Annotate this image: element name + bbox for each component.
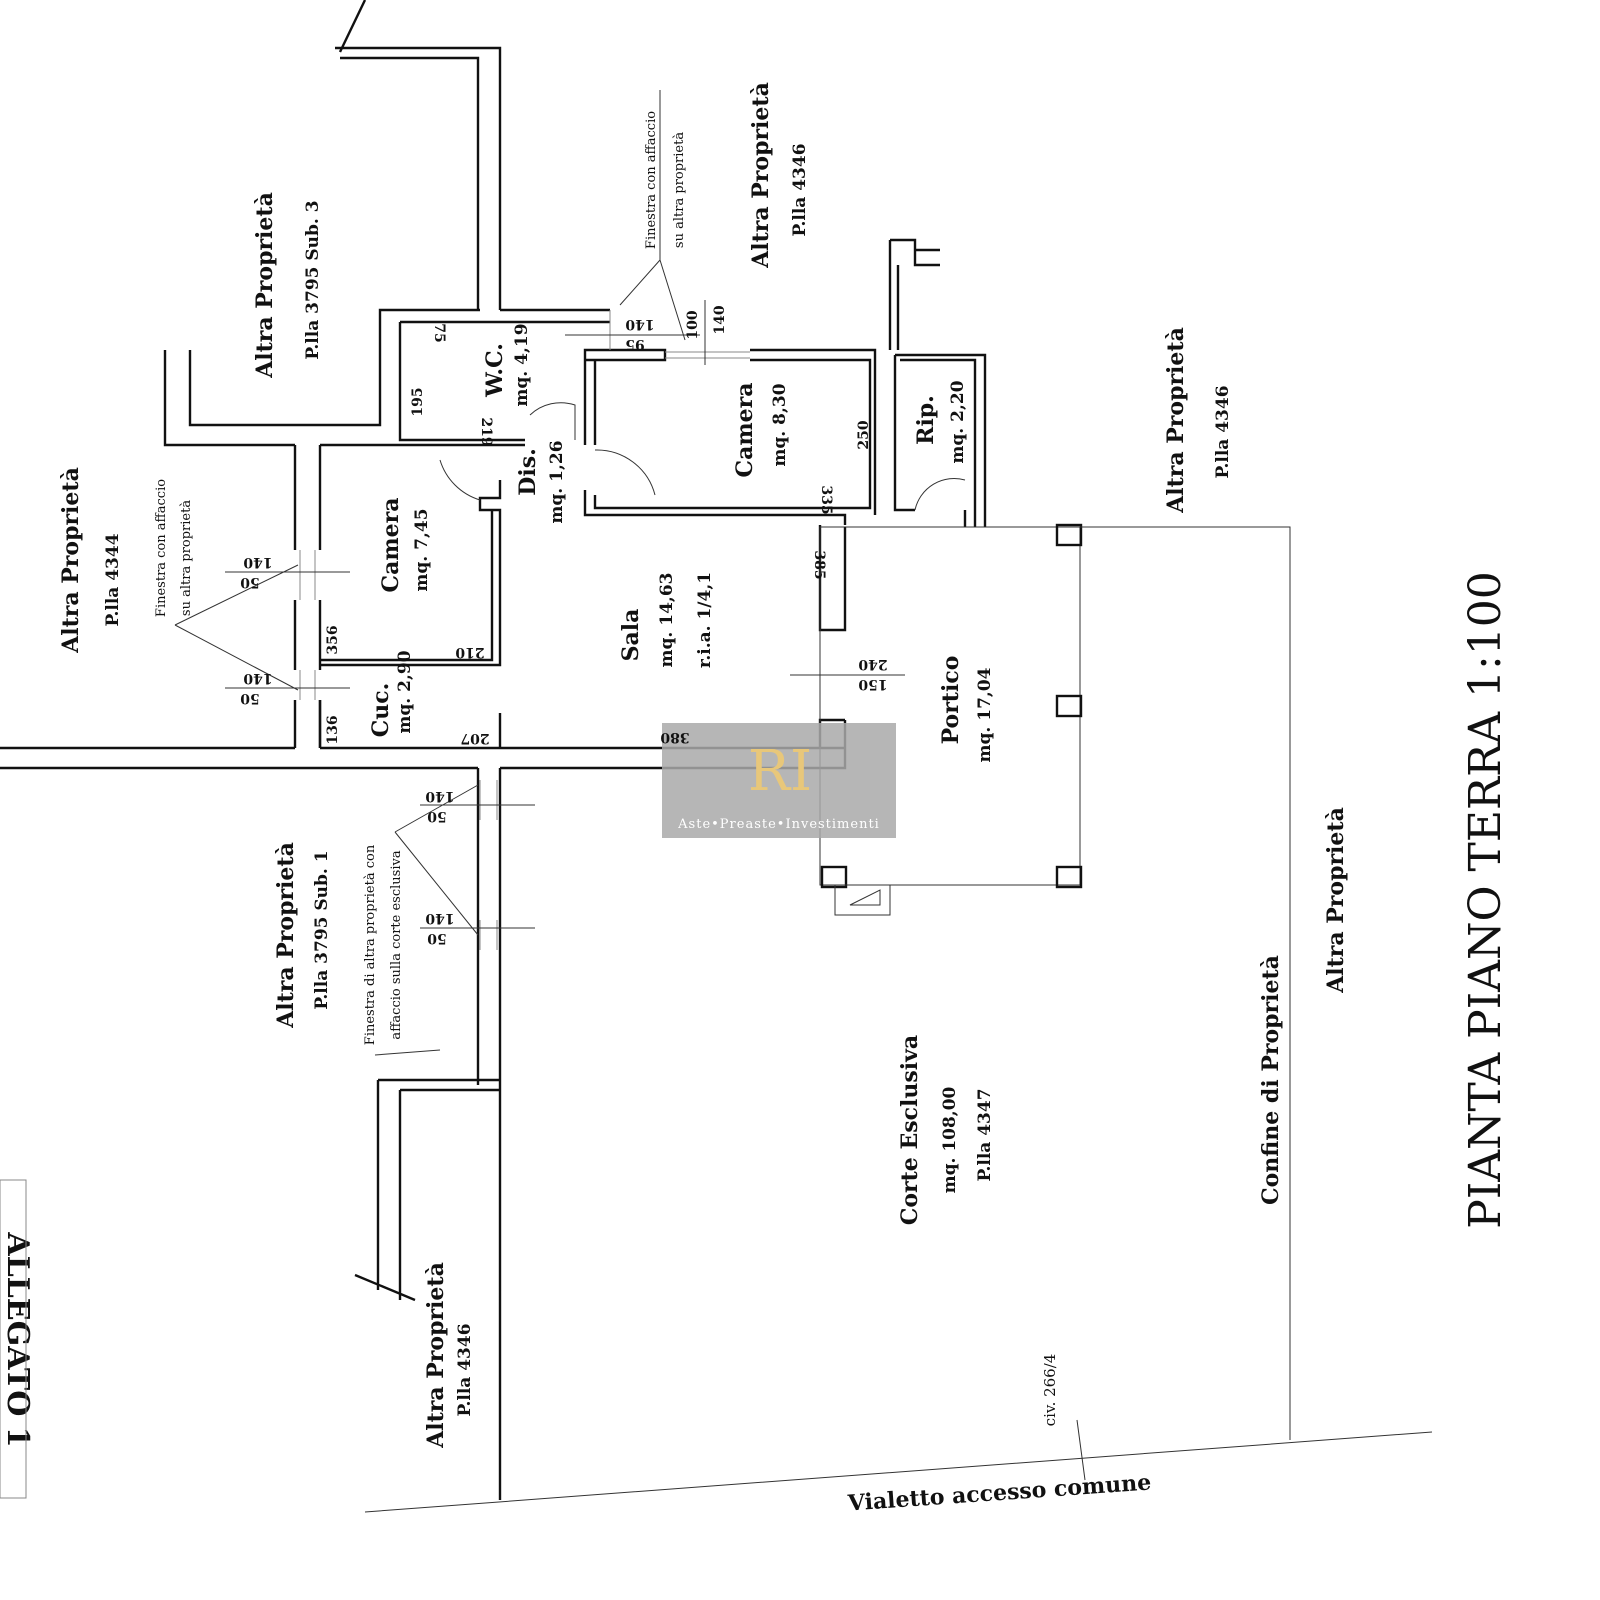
neighbor-parcel: P.lla 4346 bbox=[1213, 385, 1233, 478]
neighbor-label: Altra Proprietà bbox=[58, 467, 84, 654]
boundary-label: Confine di Proprietà bbox=[1258, 955, 1284, 1205]
room-camera-name: Camera bbox=[378, 498, 404, 593]
neighbor-parcel: P.lla 4346 bbox=[455, 1323, 475, 1416]
neighbor-parcel: P.lla 4344 bbox=[103, 533, 123, 626]
window-note: Finestra con affaccio bbox=[644, 111, 659, 249]
window-note: su altra proprietà bbox=[179, 500, 194, 616]
room-camera-area: mq. 8,30 bbox=[770, 383, 790, 466]
window-note: su altra proprietà bbox=[672, 132, 687, 248]
dimension: 140 bbox=[425, 910, 454, 926]
dimension: 250 bbox=[856, 420, 872, 449]
neighbor-label: Altra Proprietà bbox=[748, 82, 774, 269]
dimension: 95 bbox=[625, 336, 644, 352]
corte-parcel: P.lla 4347 bbox=[975, 1088, 995, 1181]
neighbor-label: Altra Proprietà bbox=[1323, 807, 1349, 994]
room-dis-name: Dis. bbox=[515, 448, 541, 495]
dimensions: 75 195 219 140 95 100 140 250 335 385 14… bbox=[240, 305, 888, 946]
dimension: 100 bbox=[685, 310, 701, 339]
civic-number: civ. 266/4 bbox=[1041, 1354, 1059, 1427]
dimension: 50 bbox=[240, 574, 260, 590]
neighbor-label: Altra Proprietà bbox=[273, 842, 299, 1029]
access-path-label: Vialetto accesso comune bbox=[846, 1469, 1152, 1516]
neighbor-parcel: P.lla 4346 bbox=[790, 143, 810, 236]
room-rip-area: mq. 2,20 bbox=[948, 380, 968, 463]
dimension: 75 bbox=[431, 323, 447, 342]
attachment-label: ALLEGATO 1 bbox=[0, 1231, 35, 1447]
room-portico-area: mq. 17,04 bbox=[975, 667, 995, 762]
neighbor-label: Altra Proprietà bbox=[252, 192, 278, 379]
corte-name: Corte Esclusiva bbox=[897, 1035, 923, 1225]
neighbor-parcel: P.lla 3795 Sub. 1 bbox=[312, 850, 332, 1009]
window-note: Finestra di altra proprietà con bbox=[363, 844, 378, 1045]
portico-structure bbox=[819, 523, 1083, 916]
room-sala-name: Sala bbox=[618, 609, 644, 662]
watermark: RI Aste•Preaste•Investimenti bbox=[662, 723, 896, 838]
plan-title: PIANTA PIANO TERRA 1:100 bbox=[1460, 571, 1511, 1229]
neighbor-label: Altra Proprietà bbox=[1163, 327, 1189, 514]
dimension: 150 bbox=[858, 676, 887, 692]
neighbor-label: Altra Proprietà bbox=[423, 1262, 449, 1449]
attachment-frame bbox=[0, 1179, 27, 1499]
dimension: 385 bbox=[811, 550, 827, 579]
dimension: 210 bbox=[455, 644, 484, 660]
dimension: 207 bbox=[460, 730, 489, 746]
room-cucina-area: mq. 2,90 bbox=[395, 650, 415, 733]
room-camera-name: Camera bbox=[732, 383, 758, 478]
window-note: affaccio sulla corte esclusiva bbox=[389, 850, 404, 1039]
room-portico-name: Portico bbox=[938, 656, 964, 745]
property-boundary bbox=[364, 526, 1433, 1513]
room-dis-area: mq. 1,26 bbox=[547, 440, 567, 523]
dimension: 356 bbox=[325, 625, 341, 654]
dimension: 195 bbox=[410, 387, 426, 416]
dimension: 240 bbox=[858, 656, 887, 672]
neighbor-parcel: P.lla 3795 Sub. 3 bbox=[303, 200, 323, 359]
room-sala-area: mq. 14,63 bbox=[657, 573, 677, 668]
room-cucina-name: Cuc. bbox=[368, 683, 394, 738]
watermark-logo: RI bbox=[748, 739, 812, 804]
windows bbox=[174, 90, 905, 1056]
dimension: 140 bbox=[625, 316, 654, 332]
dimension: 50 bbox=[240, 690, 260, 706]
room-rip-name: Rip. bbox=[913, 395, 939, 445]
corte-area: mq. 108,00 bbox=[940, 1086, 960, 1193]
dimension: 380 bbox=[660, 729, 689, 745]
dimension: 140 bbox=[425, 788, 454, 804]
dimension: 50 bbox=[427, 808, 447, 824]
dimension: 50 bbox=[427, 930, 447, 946]
dimension: 140 bbox=[243, 670, 272, 686]
room-wc-name: W.C. bbox=[482, 343, 508, 398]
dimension: 140 bbox=[243, 554, 272, 570]
room-camera-area: mq. 7,45 bbox=[412, 508, 432, 591]
watermark-text: Aste•Preaste•Investimenti bbox=[677, 817, 880, 832]
dimension: 136 bbox=[325, 715, 341, 744]
window-note: Finestra con affaccio bbox=[154, 479, 169, 617]
dimension: 219 bbox=[478, 417, 494, 446]
room-sala-ratio: r.i.a. 1/4,1 bbox=[695, 572, 715, 668]
dimension: 335 bbox=[818, 485, 834, 514]
room-wc-area: mq. 4,19 bbox=[512, 323, 532, 406]
dimension: 140 bbox=[712, 305, 728, 334]
